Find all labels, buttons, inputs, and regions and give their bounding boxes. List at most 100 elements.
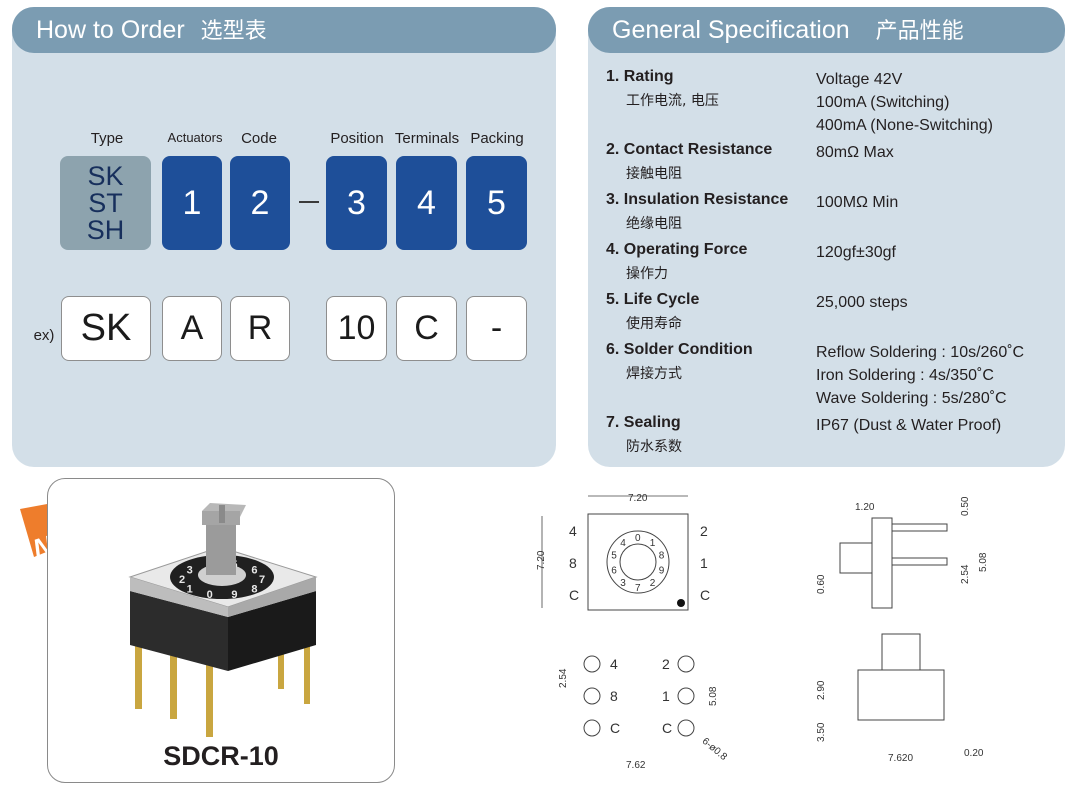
spec-value: Voltage 42V [816,71,903,88]
dial-outline [606,530,670,594]
pad-label: 8 [610,688,618,704]
general-specification-title: General Specification [612,16,850,44]
dimension-side: 2.54 [960,564,971,584]
dial-digit: 3 [187,565,193,577]
pad-label: 1 [662,688,670,704]
code-box-position: 3 [326,156,387,250]
pad-dimension: 6-ø0.8 [700,736,730,763]
general-specification-title-cn: 产品性能 [875,19,964,44]
switch-top-edge [228,577,316,617]
spec-label: 7. Sealing [606,414,681,431]
side-pin [891,557,948,566]
spec-label-cn: 防水系数 [626,439,682,455]
spec-label-cn: 绝缘电阻 [626,216,682,232]
spec-values: Reflow Soldering : 10s/260˚C Iron Solder… [816,341,1024,410]
actuator-slot [219,505,225,523]
spec-value: Reflow Soldering : 10s/260˚C [816,344,1025,361]
top-dial-digit: 0 [635,533,641,544]
dimension-top-height: 7.20 [536,550,547,570]
side-actuator [839,542,873,574]
spec-value: 100mA (Switching) [816,94,950,111]
pad-dimension: 5.08 [708,686,719,706]
how-to-order-title: How to Order [36,16,185,44]
spec-value: IP67 (Dust & Water Proof) [816,417,1002,434]
spec-value: Iron Soldering : 4s/350˚C [816,367,994,384]
spec-value: 80mΩ Max [816,144,894,161]
example-type: SK [61,296,151,361]
pin-label: 2 [700,523,708,539]
spec-label-cn: 接触电阻 [626,166,682,182]
example-label: ex) [33,327,55,344]
spec-label-cn: 使用寿命 [626,316,682,332]
pin-lead [278,629,284,689]
pin-label: 4 [569,523,577,539]
dimension-side: 0.50 [960,496,971,516]
product-name: SDCR-10 [163,741,279,771]
example-position: 10 [326,296,387,361]
spec-value: 100MΩ Min [816,194,899,211]
dimension-side: 0.60 [816,574,827,594]
spec-values: 80mΩ Max [816,141,894,164]
dimension-side: 1.20 [855,502,875,513]
top-dial-digit: 3 [620,578,626,589]
front-dimension: 0.20 [964,748,984,759]
pad-hole [677,719,695,737]
spec-label: 1. Rating [606,68,674,85]
pin-lead [206,649,213,737]
pad-label: C [610,720,620,736]
column-label-type: Type [90,130,124,147]
pin-label: C [700,587,710,603]
pad-hole [677,687,695,705]
dial-digit: 2 [179,574,185,586]
example-actuators: A [162,296,222,361]
column-label-packing: Packing [470,130,524,147]
side-pin [891,523,948,532]
spec-values: Voltage 42V 100mA (Switching) 400mA (Non… [816,68,993,137]
spec-value: 25,000 steps [816,294,908,311]
pad-label: C [662,720,672,736]
pin-lead [304,619,310,704]
front-dimension: 3.50 [816,722,827,742]
example-packing: - [466,296,527,361]
spec-label-cn: 工作电流, 电压 [626,93,719,109]
type-code-sk: SK [87,160,124,191]
example-terminals: C [396,296,457,361]
dimension-top-width: 7.20 [628,493,648,504]
switch-outline [587,513,689,611]
top-dial-digit: 2 [650,578,656,589]
code-box-code: 2 [230,156,290,250]
column-label-terminals: Terminals [394,130,460,147]
general-specification-header: General Specification 产品性能 [588,7,1065,53]
product-photo: 2345678901 [128,503,318,737]
pad-dimension: 7.62 [626,760,646,771]
switch-body-side [228,591,316,671]
pin-label: C [569,587,579,603]
spec-values: IP67 (Dust & Water Proof) [816,414,1001,437]
front-body [857,669,945,721]
spec-label-cn: 操作力 [626,266,668,282]
pin1-marker [677,599,685,607]
switch-body-front [130,591,228,671]
spec-label: 6. Solder Condition [606,341,753,358]
side-body [871,517,893,609]
how-to-order-title-cn: 选型表 [200,19,267,44]
dial-digit: 0 [207,589,213,601]
spec-value: 400mA (None-Switching) [816,117,993,134]
spec-label-cn: 焊接方式 [626,366,682,382]
pad-hole [677,655,695,673]
spec-label: 3. Insulation Resistance [606,191,789,208]
how-to-order-header: How to Order 选型表 [12,7,556,53]
dial-digit: 1 [187,583,193,595]
example-code: R [230,296,290,361]
spec-label: 2. Contact Resistance [606,141,773,158]
code-separator-dash [299,201,319,203]
general-specification-panel: General Specification 产品性能 1. Rating 工作电流… [588,7,1065,467]
dial-digit: 8 [251,583,257,595]
code-box-terminals: 4 [396,156,457,250]
side-view-drawing: 1.20 0.50 5.08 2.54 0.60 [816,496,989,609]
product-card: 2345678901 SDCR-10 [47,478,395,783]
pad-layout-drawing: 4 2 8 1 C C 2.54 5.08 7.62 6-ø0.8 [558,655,730,771]
pad-label: 2 [662,656,670,672]
